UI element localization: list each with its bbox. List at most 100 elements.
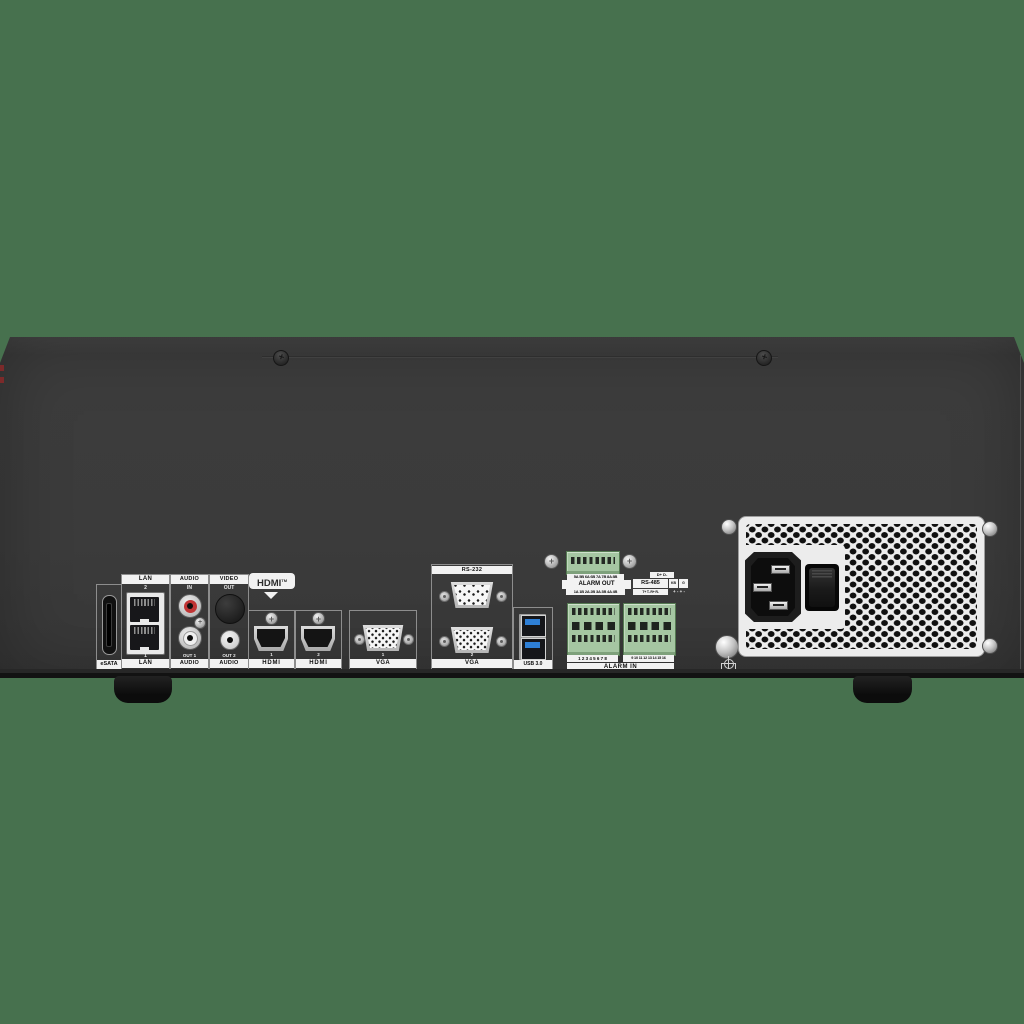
hdmi1-screw: + xyxy=(265,612,278,625)
alarm-in-numbers-9-16: 9 10 11 12 13 14 15 16 xyxy=(623,655,674,662)
hdmi-tm-mark: TM xyxy=(281,578,288,583)
audio-bottom-label: AUDIO xyxy=(171,659,208,668)
audio-out2-sublabel: OUT 2 xyxy=(222,653,236,658)
hdmi-port-1 xyxy=(254,626,288,651)
audio-top-label: AUDIO xyxy=(171,575,208,584)
power-switch-rocker xyxy=(809,568,835,607)
alarm-in-slots xyxy=(572,635,615,642)
rs232-nut-left xyxy=(439,591,450,602)
lan-port-bezel xyxy=(126,592,165,655)
video-out-connector xyxy=(215,594,245,624)
usb3-port-bottom xyxy=(521,638,546,660)
video-out-sublabel: OUT xyxy=(223,585,235,591)
alarm-in-numbers-1-8: 1 2 3 4 5 6 7 8 xyxy=(567,655,618,662)
top-seam xyxy=(262,356,778,357)
audio-in-red-ring xyxy=(183,599,197,613)
alarm-out-row-1-4: 1A 1B 2A 2B 3A 3B 4A 4B xyxy=(566,589,625,595)
vga1-nut-right xyxy=(403,634,414,645)
power-inlet-c14 xyxy=(745,552,801,622)
alarm-out-row-5-8: 5A 5B 6A 6B 7A 7B 8A 8B xyxy=(567,574,624,580)
video-top-label: VIDEO xyxy=(210,575,248,584)
lan-port-1 xyxy=(130,625,159,651)
video-bottom-label: AUDIO xyxy=(210,659,248,668)
hdmi-logo-text: HDMI xyxy=(256,578,282,590)
vga-port-2 xyxy=(450,627,494,653)
lan-port1-number: 1 xyxy=(144,653,147,659)
usb3-port-top xyxy=(521,615,546,637)
usb3-blue-tongue-bottom xyxy=(525,642,540,648)
lan-port2-number: 2 xyxy=(144,585,147,591)
alarm-in-latches xyxy=(628,622,671,630)
power-switch xyxy=(805,564,839,611)
rubber-foot-left xyxy=(114,676,172,703)
rs485-kb-pins-label: D+ D- xyxy=(650,572,674,578)
alarm-in-slots xyxy=(572,608,615,615)
hdmi1-column: + 1 HDMI xyxy=(248,610,295,670)
vga2-pin-face xyxy=(453,630,491,650)
vga2-label: VGA xyxy=(432,659,512,668)
top-screw-right: + xyxy=(753,347,775,369)
vga-port-1 xyxy=(362,625,404,651)
psu-screw-top-right xyxy=(982,521,998,537)
vga1-nut-left xyxy=(354,634,365,645)
hdmi-arrow-down-icon xyxy=(264,592,278,599)
audio-in-rca-jack xyxy=(178,594,202,618)
rubber-foot-right xyxy=(853,676,912,703)
vga1-pin-face xyxy=(365,628,401,648)
lan-top-label: LAN xyxy=(122,575,169,584)
lan-bottom-label: LAN xyxy=(122,659,169,668)
alarm-out-screw-right: + xyxy=(622,554,637,569)
alarm-out-label: ALARM OUT xyxy=(562,580,631,589)
rs485-cell-kb: KB xyxy=(669,579,678,588)
hdmi2-label: HDMI xyxy=(296,659,341,668)
nvr-rear-chassis: + + eSATA LAN 2 1 LAN AUDIO IN + OUT 1 A… xyxy=(0,337,1024,678)
esata-column: eSATA xyxy=(96,584,122,670)
alarm-in-slots xyxy=(628,608,671,615)
usb-label: USB 3.0 xyxy=(514,660,552,669)
left-edge-detail xyxy=(0,377,4,383)
right-edge-seam xyxy=(1020,355,1021,673)
lan-column: LAN 2 1 LAN xyxy=(121,574,170,670)
usb-shell xyxy=(519,614,546,660)
alarm-in-slots xyxy=(628,635,671,642)
audio-column: AUDIO IN + OUT 1 AUDIO xyxy=(170,574,209,670)
rs485-terminal-pins: T+ T- R+ R- xyxy=(633,589,668,595)
rs232-label: RS-232 xyxy=(432,566,512,574)
alarm-in-terminal-1-8 xyxy=(567,603,620,656)
left-edge-detail xyxy=(0,365,4,371)
rs232-pin-face xyxy=(453,585,491,605)
audio-out-white-ring xyxy=(182,630,198,646)
vga1-column: 1 VGA xyxy=(349,610,417,670)
hdmi1-label: HDMI xyxy=(249,659,294,668)
ground-stud xyxy=(715,635,739,659)
audio-out1-rca-jack xyxy=(178,626,202,650)
psu-screw-bottom-right xyxy=(982,638,998,654)
audio-out1-sublabel: OUT 1 xyxy=(182,653,197,658)
hdmi-port-2 xyxy=(301,626,335,651)
alarm-in-terminal-9-16 xyxy=(623,603,676,656)
lan-port-2 xyxy=(130,597,159,623)
top-screw-left: + xyxy=(270,347,292,369)
usb-column: USB 3.0 xyxy=(513,607,553,670)
alarm-in-latches xyxy=(572,622,615,630)
power-pin-middle xyxy=(753,583,772,592)
vga2-nut-right xyxy=(496,636,507,647)
esata-label: eSATA xyxy=(97,660,121,669)
esata-port xyxy=(102,595,117,655)
audio-in-sublabel: IN xyxy=(187,585,192,591)
hdmi2-number: 2 xyxy=(317,652,320,657)
alarm-out-terminal xyxy=(566,551,620,575)
alarm-in-label: ALARM IN xyxy=(567,663,674,672)
vga1-number: 1 xyxy=(381,652,385,657)
rs485-label: RS-485 xyxy=(633,579,668,588)
vga2-nut-left xyxy=(439,636,450,647)
rs485-polarity: + - + - xyxy=(672,589,685,594)
vga2-number: 2 xyxy=(470,652,474,657)
alarm-out-slots xyxy=(571,557,615,564)
video-column: VIDEO OUT OUT 2 AUDIO xyxy=(209,574,249,670)
hdmi2-column: + 2 HDMI xyxy=(295,610,342,670)
hdmi1-number: 1 xyxy=(270,652,273,657)
psu-screw-top-left xyxy=(721,519,737,535)
audio-out2-jack xyxy=(220,630,240,650)
